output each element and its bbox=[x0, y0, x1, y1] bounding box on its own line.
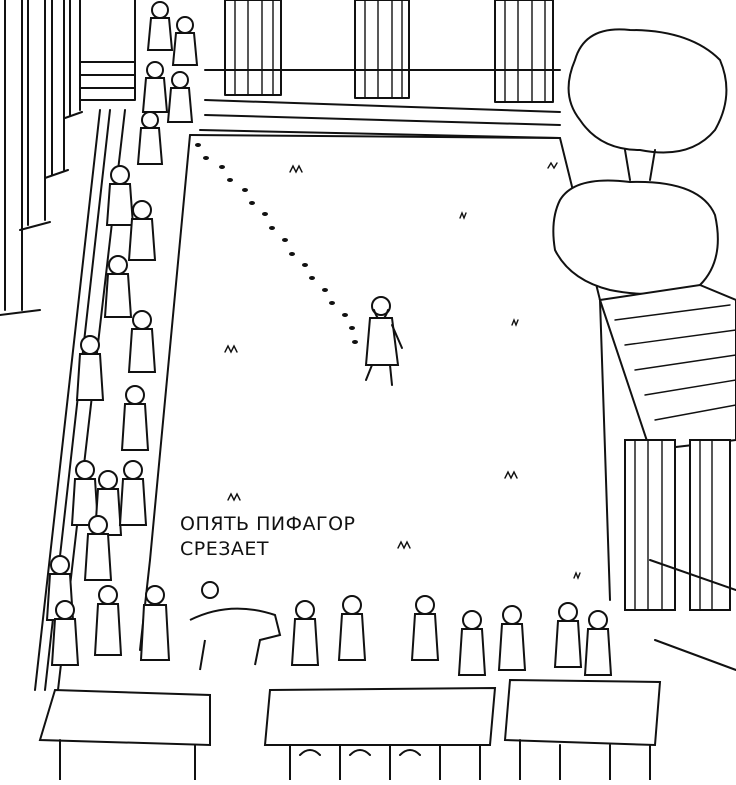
pythagoras-figure bbox=[364, 296, 403, 386]
left-stairs bbox=[79, 0, 136, 101]
crowd-bottom-row bbox=[139, 581, 613, 676]
crowd-queue bbox=[45, 1, 199, 666]
footprints bbox=[195, 143, 358, 344]
left-colonnade bbox=[0, 0, 83, 316]
right-building bbox=[598, 283, 736, 671]
caption-line-1: ОПЯТЬ ПИФАГОР bbox=[180, 513, 356, 535]
trees bbox=[552, 28, 728, 295]
grass-tufts bbox=[224, 161, 581, 580]
market-stalls bbox=[38, 678, 662, 781]
speech-caption: ОПЯТЬ ПИФАГОР СРЕЗАЕТ bbox=[180, 512, 355, 562]
top-colonnade bbox=[199, 0, 561, 139]
caption-line-2: СРЕЗАЕТ bbox=[180, 538, 270, 560]
